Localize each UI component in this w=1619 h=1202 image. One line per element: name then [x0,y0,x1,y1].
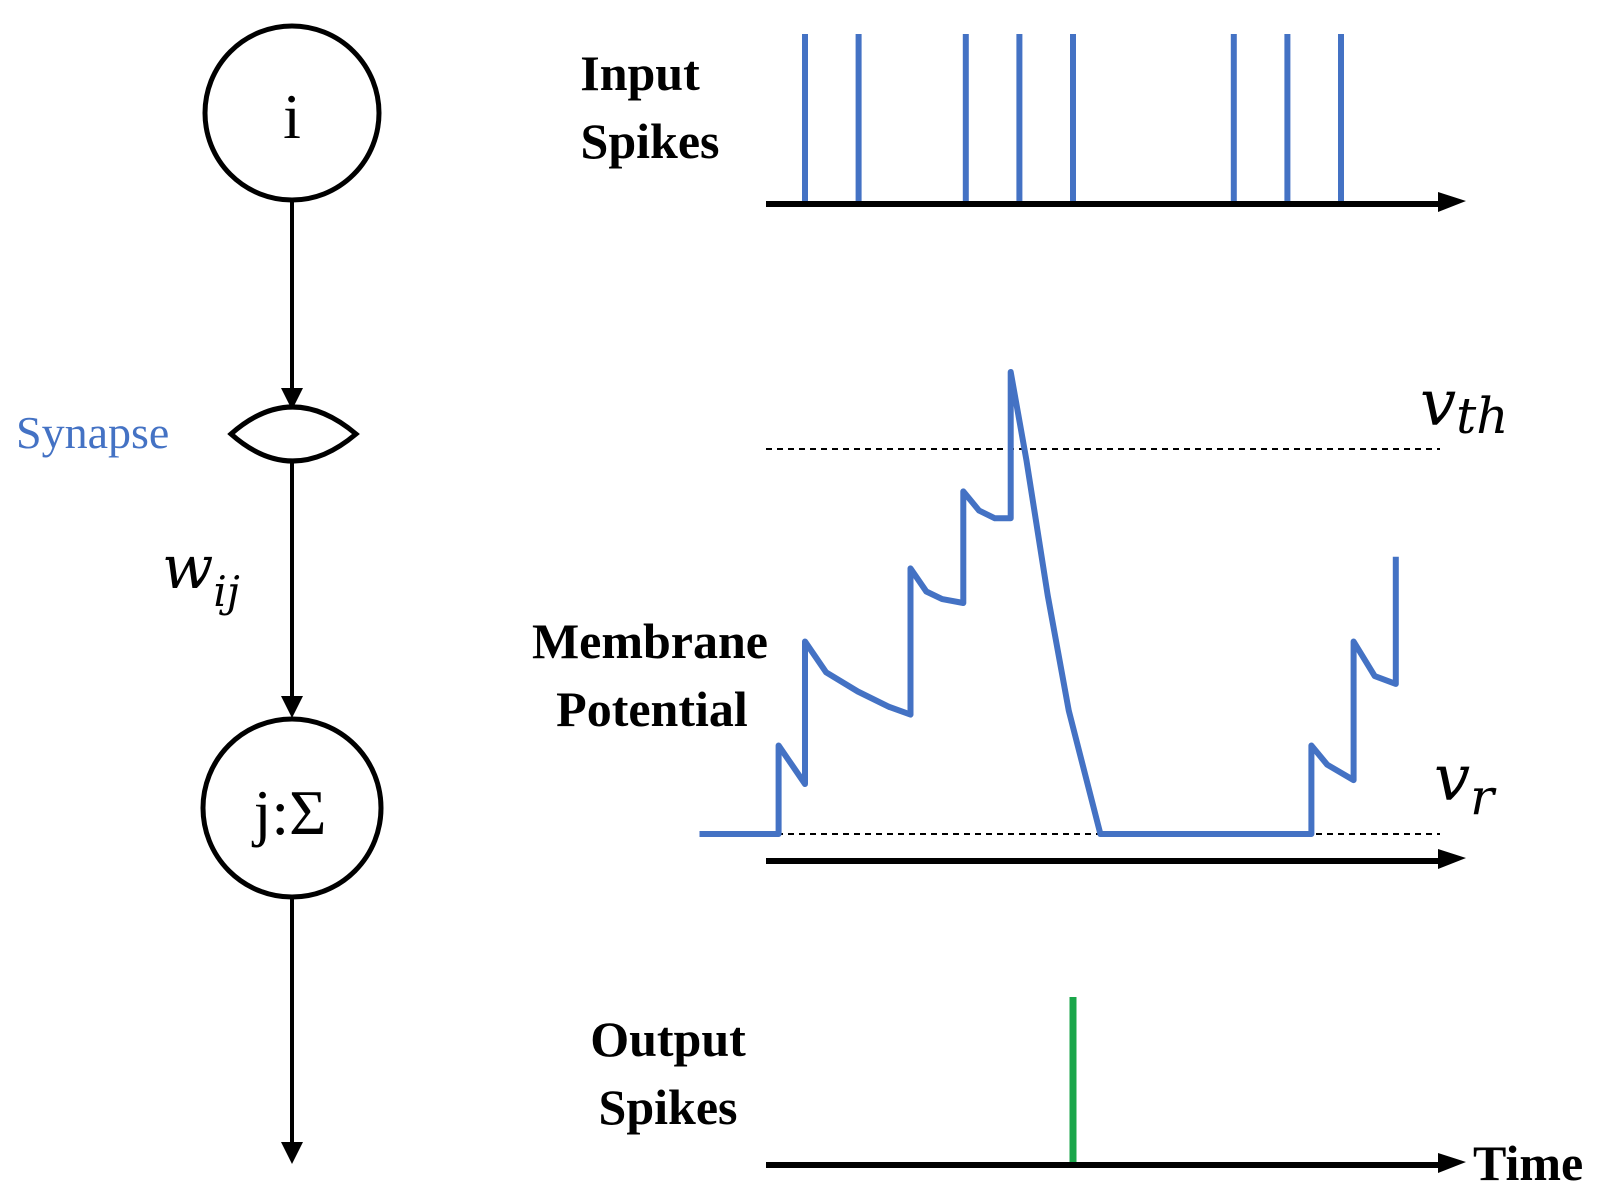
input-time-axis-arrowhead [1438,192,1466,212]
rest-label: vr [1434,742,1497,826]
input-spikes-panel: Input Spikes [580,34,1466,212]
synapse-to-post-arrowhead [281,696,303,718]
pre-neuron-label: i [283,81,301,152]
output-spikes-title-line2: Spikes [599,1079,738,1135]
threshold-base: v [1420,367,1456,441]
membrane-title-line1: Membrane [532,613,768,669]
synapse-shape [227,404,360,464]
membrane-time-axis-arrowhead [1438,849,1466,869]
synapse-label: Synapse [16,407,169,458]
rest-base: v [1434,742,1470,816]
time-axis-label: Time [1473,1135,1583,1191]
input-spike-train [802,34,1344,201]
pre-to-synapse-arrowhead [281,388,303,410]
threshold-subscript: th [1456,387,1508,445]
input-spikes-title-line1: Input [580,45,700,101]
post-neuron-label: j:Σ [252,777,327,848]
post-output-arrowhead [281,1142,303,1164]
output-time-axis-arrowhead [1438,1153,1466,1173]
membrane-potential-trace [699,369,1399,837]
output-spikes-title-line1: Output [590,1011,746,1067]
neuron-schematic: i Synapse wij j:Σ [16,23,384,1164]
weight-subscript: ij [213,567,239,616]
output-spikes-panel: Output Spikes Time [590,997,1583,1191]
membrane-title-line2: Potential [556,681,748,737]
rest-subscript: r [1470,768,1497,826]
input-spikes-title-line2: Spikes [581,113,720,169]
membrane-potential-panel: Membrane Potential vth vr [532,367,1508,869]
weight-label: wij [162,533,240,616]
threshold-label: vth [1420,367,1508,445]
weight-base: w [162,533,213,603]
